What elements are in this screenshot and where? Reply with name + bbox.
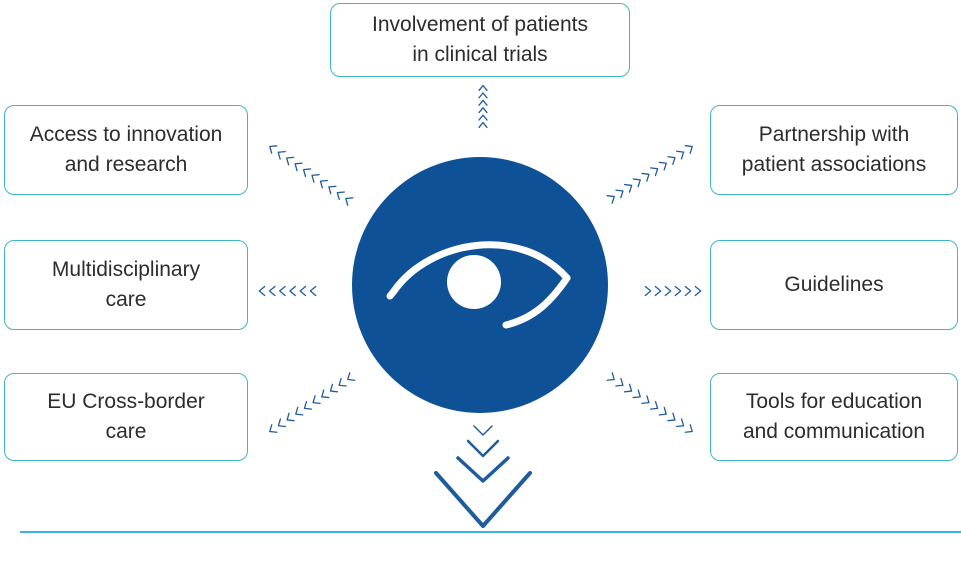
arrow-chevron <box>277 150 286 160</box>
arrow-chevron <box>269 145 278 154</box>
bottom-chevron-4 <box>434 471 532 528</box>
arrow-chevron <box>664 285 672 297</box>
arrow-chevron <box>478 107 488 114</box>
node-line: Access to innovation <box>29 123 223 146</box>
arrow-chevron <box>606 195 615 204</box>
arrow-chevron <box>258 285 266 297</box>
node-line: care <box>105 288 147 311</box>
arrow-chevron <box>279 285 286 297</box>
arrow-chevron <box>632 389 641 399</box>
node-patient-associations: Partnership with patient associations <box>710 105 958 195</box>
node-line: Guidelines <box>784 273 884 296</box>
arrow-chevron <box>336 191 345 201</box>
arrow-chevron <box>329 383 339 393</box>
eye-pupil <box>447 255 501 309</box>
arrow-chevron <box>649 167 659 177</box>
arrow-chevron <box>311 174 320 183</box>
arrow-chevron <box>294 162 303 172</box>
arrow-chevron <box>667 412 676 422</box>
arrow-chevron <box>303 400 313 410</box>
arrow-chevron <box>658 406 667 416</box>
node-clinical-trials: Involvement of patients in clinical trial… <box>330 3 630 77</box>
node-line: Involvement of patients <box>372 13 588 36</box>
arrow-chevron <box>345 197 354 206</box>
arrows-upright <box>606 145 693 204</box>
arrow-chevron <box>302 168 312 177</box>
arrow-chevron <box>623 383 633 393</box>
bottom-chevron-1 <box>473 425 493 436</box>
arrow-chevron <box>321 389 330 399</box>
node-line: Partnership with <box>758 123 910 146</box>
node-line: Tools for education <box>745 390 923 413</box>
arrow-chevron <box>684 424 693 433</box>
arrow-chevron <box>319 179 329 189</box>
node-tools-education: Tools for education and communication <box>710 373 958 461</box>
arrow-chevron <box>328 185 337 195</box>
node-line: in clinical trials <box>412 43 548 66</box>
arrow-chevron <box>478 99 488 106</box>
arrow-chevron <box>649 400 659 410</box>
arrow-chevron <box>289 285 296 297</box>
arrow-chevron <box>309 285 317 297</box>
node-line: Multidisciplinary <box>51 258 201 281</box>
arrow-chevron <box>338 377 347 387</box>
arrows-downright <box>606 372 693 433</box>
arrow-chevron <box>667 156 676 166</box>
arrow-chevron <box>606 372 615 381</box>
node-line: EU Cross-border <box>47 390 205 413</box>
arrow-chevron <box>478 114 488 121</box>
arrow-chevron <box>654 285 662 297</box>
node-line: and communication <box>742 420 926 443</box>
arrow-chevron <box>684 145 693 154</box>
arrow-chevron <box>675 150 685 160</box>
eye-icon <box>386 241 571 329</box>
bottom-chevrons <box>434 425 532 528</box>
arrow-chevron <box>674 285 682 297</box>
arrows-left <box>258 285 317 297</box>
arrow-chevron <box>286 156 295 166</box>
arrow-chevron <box>615 189 624 199</box>
bottom-chevron-2 <box>466 439 500 458</box>
node-innovation-research: Access to innovation and research <box>4 105 248 195</box>
arrow-chevron <box>277 418 287 428</box>
arrow-chevron <box>478 84 488 92</box>
arrow-chevron <box>286 412 295 422</box>
node-cross-border-care: EU Cross-border care <box>4 373 248 461</box>
arrow-chevron <box>347 372 356 381</box>
arrows-upleft <box>269 145 354 206</box>
node-line: patient associations <box>741 153 927 176</box>
node-guidelines: Guidelines <box>710 240 958 330</box>
node-line: and research <box>64 153 188 176</box>
arrow-chevron <box>268 285 276 297</box>
arrow-chevron <box>295 406 304 416</box>
arrow-chevron <box>269 424 278 433</box>
arrows-right <box>644 285 702 297</box>
arrow-chevron <box>615 377 624 387</box>
node-multidisciplinary-care: Multidisciplinary care <box>4 240 248 330</box>
arrow-chevron <box>684 285 692 297</box>
arrow-chevron <box>312 395 321 405</box>
bottom-chevron-3 <box>456 456 510 483</box>
arrow-chevron <box>641 172 650 182</box>
arrow-chevron <box>644 285 652 297</box>
arrow-chevron <box>694 285 702 297</box>
arrow-chevron <box>675 418 685 428</box>
arrow-chevron <box>478 92 488 99</box>
arrow-chevron <box>641 395 650 405</box>
center-circle <box>352 157 608 413</box>
arrows-top <box>478 84 488 129</box>
arrow-chevron <box>299 285 307 297</box>
arrow-chevron <box>623 183 633 193</box>
arrow-chevron <box>478 121 488 129</box>
node-line: care <box>105 420 147 443</box>
arrows-downleft <box>269 372 356 433</box>
arrow-groups <box>258 84 702 433</box>
arrow-chevron <box>658 161 667 171</box>
arrow-chevron <box>632 178 641 188</box>
